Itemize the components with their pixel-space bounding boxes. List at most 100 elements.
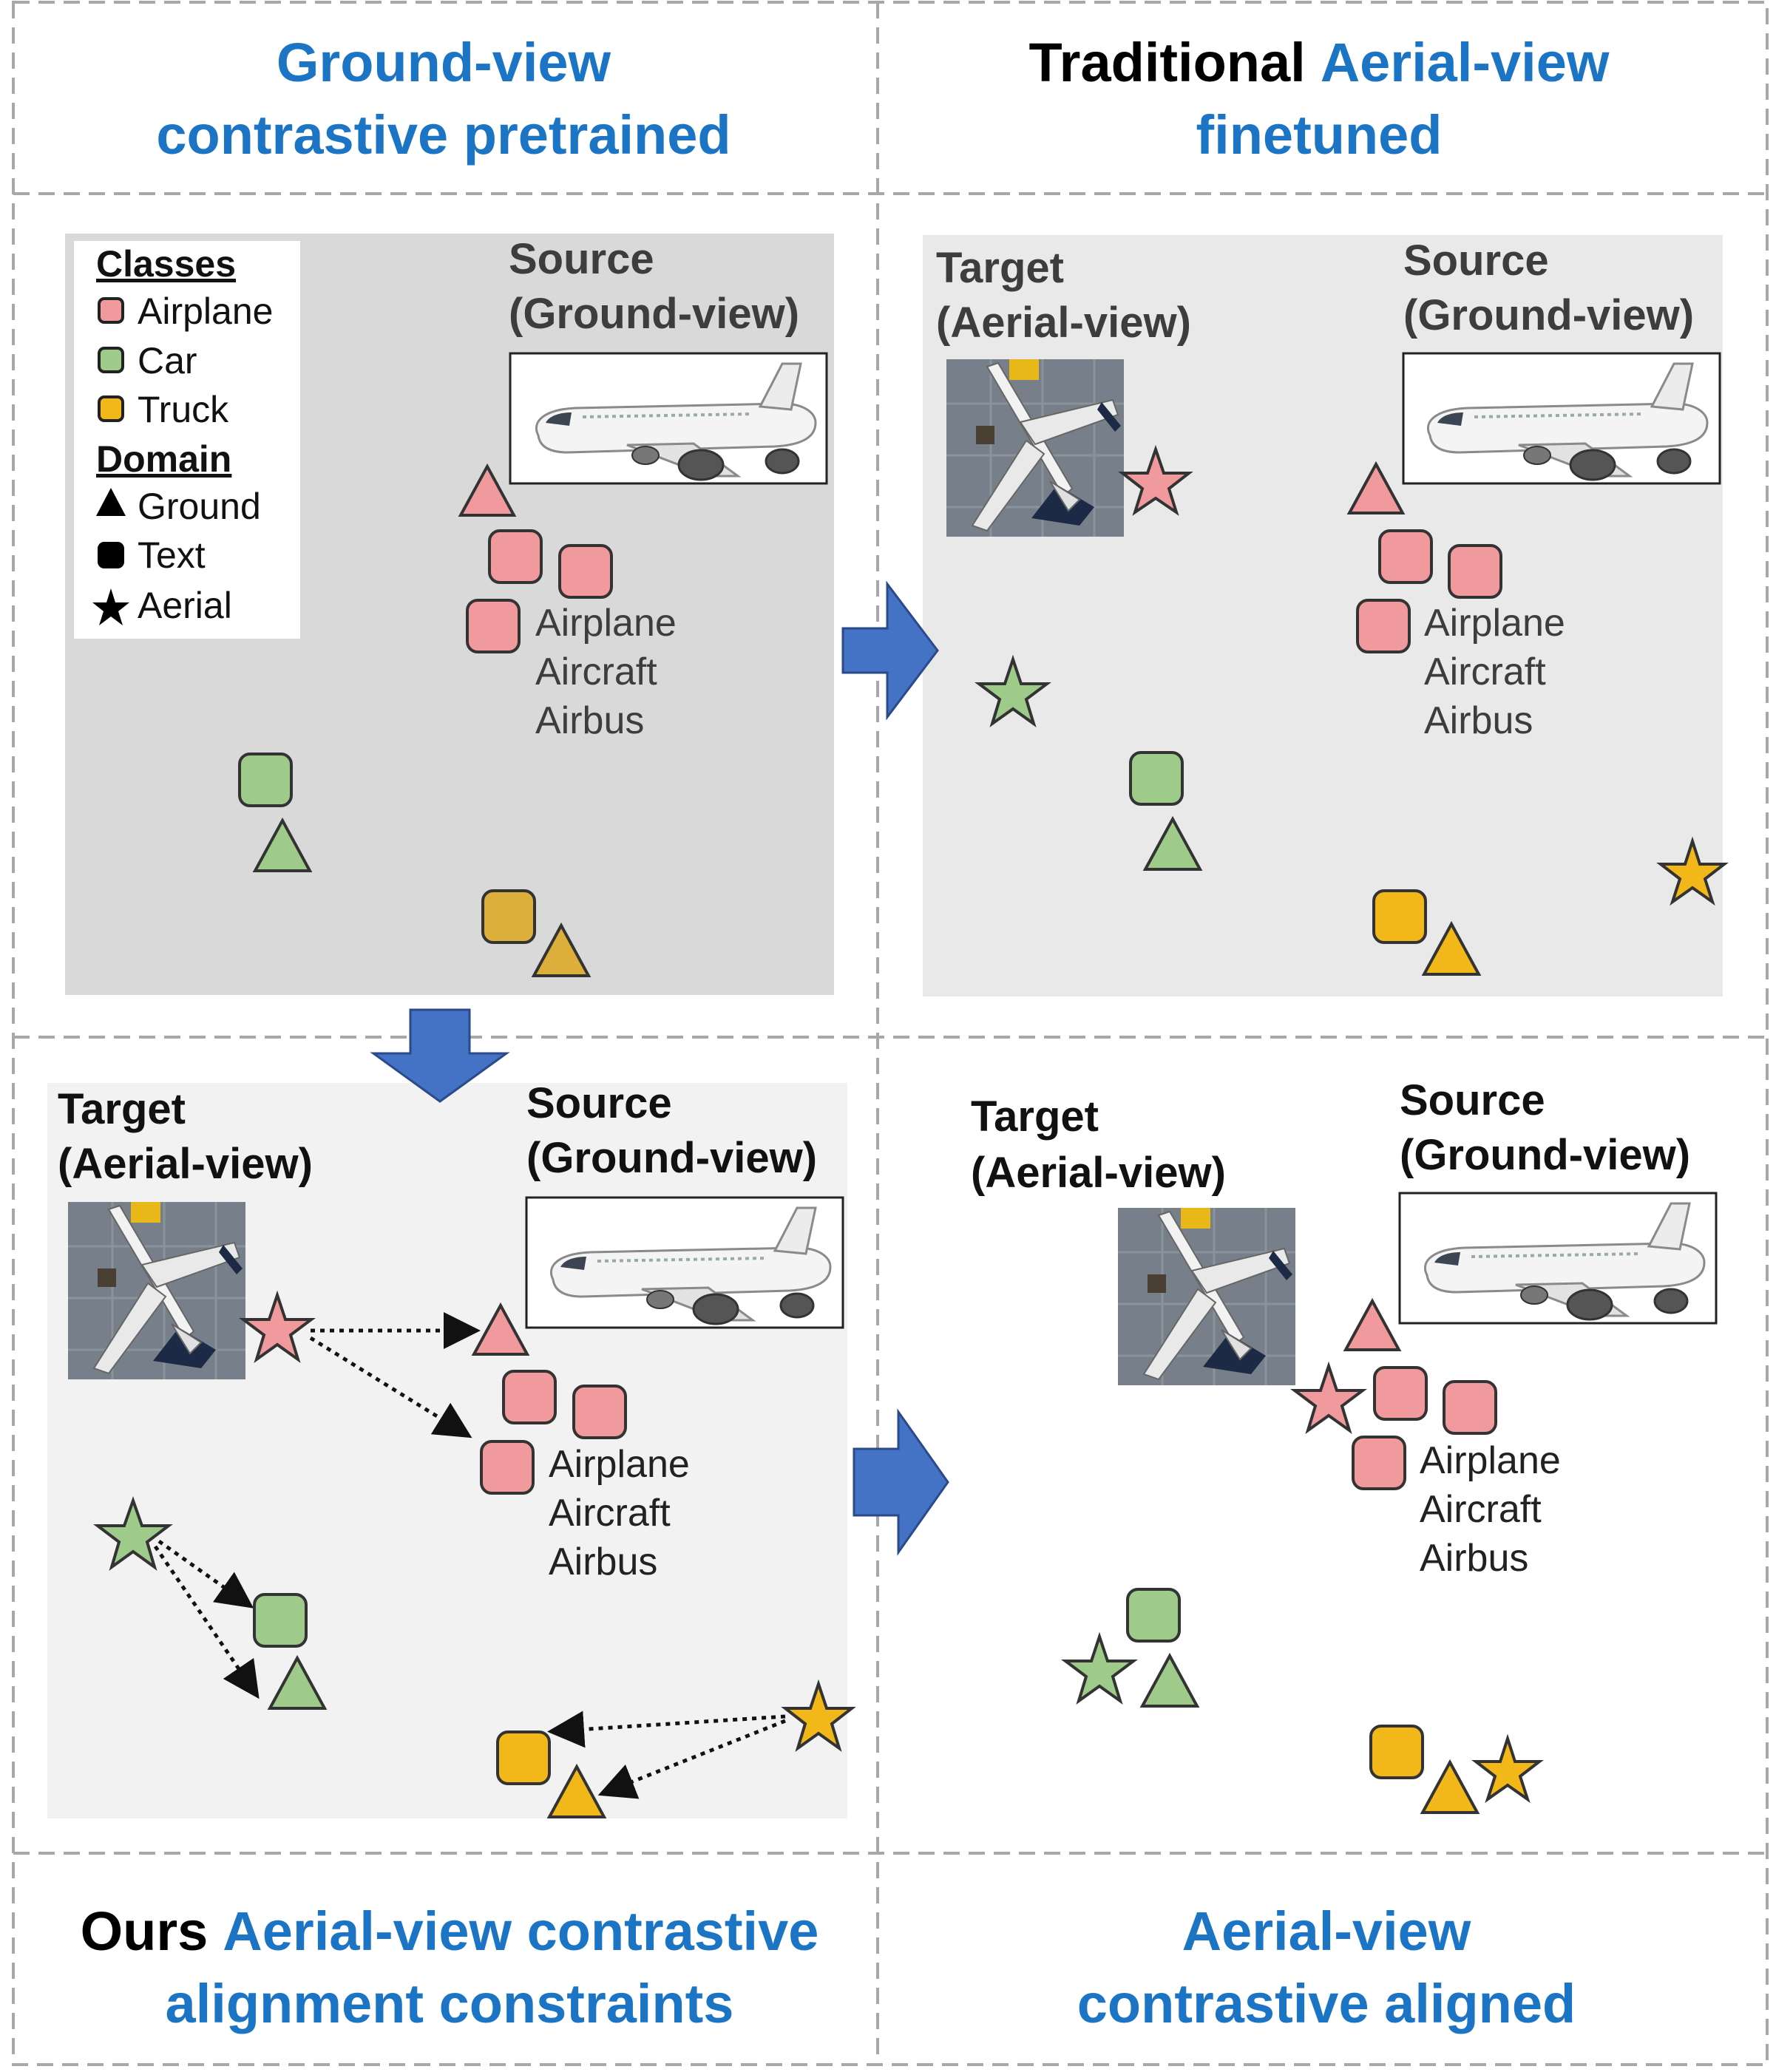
legend-text-label: Text — [138, 534, 206, 576]
title-q1-line2: contrastive pretrained — [156, 104, 731, 166]
q4-word-airbus: Airbus — [1420, 1537, 1528, 1580]
panel-q2-background — [923, 235, 1723, 996]
q1-word-airplane: Airplane — [535, 602, 677, 645]
q2-car-ground-triangle — [1142, 815, 1203, 871]
q4-source-line2: (Ground-view) — [1400, 1131, 1690, 1179]
q2-word-aircraft: Aircraft — [1424, 651, 1546, 693]
q2-aerial-airplane-image — [945, 358, 1125, 538]
q2-source-line1: Source — [1403, 237, 1549, 285]
q2-airplane-text-square — [1378, 529, 1433, 584]
q3-target-line1: Target — [58, 1085, 186, 1133]
q4-car-text-square — [1126, 1588, 1181, 1643]
q4-car-aerial-star — [1061, 1631, 1138, 1705]
arrow-right-q1-to-q2 — [841, 580, 939, 721]
q4-airplane-aerial-star — [1290, 1361, 1367, 1435]
q2-truck-aerial-star — [1656, 836, 1729, 906]
legend-truck-label: Truck — [138, 389, 229, 430]
q3-car-text-square — [253, 1593, 308, 1648]
q3-constraint-arrow — [309, 1336, 472, 1438]
q2-car-text-square — [1129, 751, 1184, 806]
q3-word-airplane: Airplane — [549, 1443, 690, 1486]
q2-airplane-aerial-star — [1118, 444, 1193, 516]
legend-star-icon — [92, 588, 129, 625]
legend-ground-label: Ground — [138, 486, 261, 527]
legend-airplane-label: Airplane — [138, 291, 273, 332]
q3-target-line2: (Aerial-view) — [58, 1140, 313, 1188]
q3-source-line2: (Ground-view) — [526, 1134, 817, 1182]
panel-q3-background — [47, 1083, 847, 1818]
legend-domain-title: Domain — [96, 438, 231, 480]
title-q3-blue: Aerial-view contrastive — [223, 1901, 818, 1962]
q4-ground-airplane-image — [1398, 1192, 1718, 1325]
title-q2-black: Traditional — [1029, 32, 1306, 93]
q3-constraint-arrow — [157, 1539, 254, 1609]
q2-word-airplane: Airplane — [1424, 602, 1565, 645]
q1-airplane-text-square — [466, 599, 521, 653]
grid-lines — [12, 1, 1769, 2066]
legend-airplane-swatch — [98, 297, 124, 324]
q2-airplane-ground-triangle — [1346, 461, 1406, 514]
q4-target-line1: Target — [971, 1093, 1099, 1141]
legend-car-swatch — [98, 347, 124, 373]
legend-classes-title: Classes — [96, 243, 236, 285]
q4-word-aircraft: Aircraft — [1420, 1488, 1542, 1531]
q2-source-line2: (Ground-view) — [1403, 291, 1694, 339]
q4-panel: Target (Aerial-view) Source (Ground-view… — [971, 1076, 1718, 1814]
q2-car-aerial-star — [975, 654, 1051, 728]
title-q2-line2: finetuned — [1196, 104, 1443, 166]
q3-car-aerial-star — [93, 1495, 173, 1572]
title-q3-black: Ours — [81, 1901, 209, 1962]
q3-airplane-aerial-star — [239, 1290, 316, 1364]
q4-truck-aerial-star — [1471, 1733, 1544, 1804]
legend-triangle-icon — [96, 488, 126, 516]
q1-truck-text-square — [481, 889, 536, 944]
title-q4-line1: Aerial-view — [1182, 1901, 1471, 1962]
q3-constraint-arrow — [597, 1719, 786, 1799]
q4-airplane-ground-triangle — [1343, 1297, 1402, 1351]
q3-airplane-text-square — [502, 1370, 557, 1424]
q4-source-line1: Source — [1400, 1076, 1545, 1124]
title-q1-line1: Ground-view — [277, 32, 611, 93]
q1-source-line1: Source — [509, 235, 654, 283]
q3-word-airbus: Airbus — [549, 1541, 657, 1583]
q4-target-line2: (Aerial-view) — [971, 1149, 1226, 1197]
q1-ground-airplane-image — [509, 352, 828, 485]
title-q2-blue: Aerial-view — [1321, 32, 1610, 93]
q4-airplane-text-square — [1373, 1366, 1428, 1421]
q1-truck-ground-triangle — [531, 922, 592, 977]
q3-airplane-text-square — [572, 1385, 627, 1439]
legend-truck-swatch — [98, 395, 124, 422]
q2-target-line1: Target — [936, 244, 1064, 292]
q3-truck-aerial-star — [781, 1679, 856, 1753]
q4-word-airplane: Airplane — [1420, 1439, 1561, 1482]
q1-airplane-text-square — [488, 529, 543, 584]
q2-truck-text-square — [1372, 889, 1427, 944]
q2-word-airbus: Airbus — [1424, 699, 1533, 742]
q4-car-ground-triangle — [1139, 1652, 1200, 1708]
q1-source-line2: (Ground-view) — [509, 290, 799, 338]
q4-truck-text-square — [1369, 1725, 1424, 1779]
q3-constraint-arrow — [153, 1545, 260, 1699]
q3-airplane-ground-triangle — [471, 1302, 530, 1356]
q3-panel: Target (Aerial-view) Source (Ground-view… — [58, 1079, 856, 1818]
q2-truck-ground-triangle — [1421, 920, 1482, 976]
q2-ground-airplane-image — [1402, 352, 1721, 485]
arrow-right-q3-to-q4 — [853, 1408, 949, 1556]
q2-target-line2: (Aerial-view) — [936, 299, 1191, 347]
q1-car-ground-triangle — [252, 817, 313, 872]
q3-truck-text-square — [496, 1730, 551, 1785]
q3-airplane-text-square — [480, 1440, 535, 1495]
q1-word-airbus: Airbus — [535, 699, 644, 742]
q4-airplane-text-square — [1352, 1436, 1406, 1490]
q1-word-aircraft: Aircraft — [535, 651, 657, 693]
arrow-down-q1-to-q3 — [370, 1008, 510, 1103]
legend-car-label: Car — [138, 340, 197, 381]
q2-airplane-text-square — [1356, 599, 1411, 653]
q3-ground-airplane-image — [525, 1196, 844, 1329]
q1-car-text-square — [238, 753, 293, 807]
title-q3-line2: alignment constraints — [166, 1973, 734, 2034]
q1-airplane-ground-triangle — [458, 463, 517, 517]
q4-airplane-text-square — [1443, 1380, 1497, 1435]
q1-airplane-text-square — [558, 544, 613, 599]
